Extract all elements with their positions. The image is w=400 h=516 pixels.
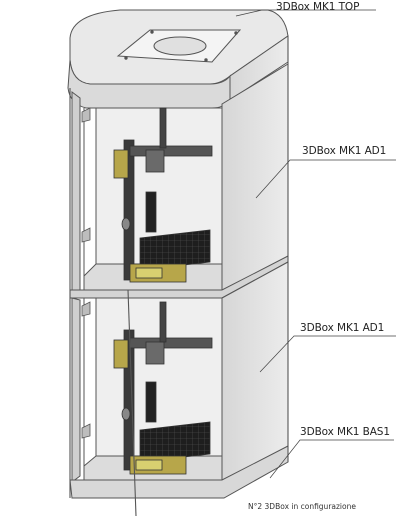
- printer-yellow-frame: [113, 149, 129, 179]
- lower-hinges: [81, 301, 91, 439]
- callout-base-module: 3DBox MK1 BAS1: [300, 426, 390, 438]
- printer-knob: [121, 217, 131, 231]
- printer-spool-holder: [159, 107, 167, 149]
- upper-door: [71, 91, 81, 297]
- lower-printer: [113, 301, 213, 475]
- callout-upper-module: 3DBox MK1 AD1: [302, 145, 387, 157]
- outer-frame: [69, 36, 289, 516]
- leader-lines: [235, 9, 396, 479]
- callout-top-module: 3DBox MK1 TOP: [276, 1, 360, 13]
- top-module: [67, 9, 289, 109]
- callout-lower-module: 3DBox MK1 AD1: [300, 322, 385, 334]
- printer-lcd: [135, 267, 163, 279]
- printer-extruder: [145, 149, 165, 173]
- printer-frame-upright: [123, 139, 135, 281]
- upper-printer: [113, 107, 213, 283]
- upper-hinges: [81, 107, 91, 243]
- lower-door: [71, 297, 81, 483]
- top-hole: [153, 36, 207, 56]
- configuration-note: N°2 3DBox in configurazione: [248, 502, 356, 511]
- printer-electronics: [145, 191, 157, 233]
- printer-x-axis: [129, 145, 213, 157]
- printer-bed: [139, 229, 211, 271]
